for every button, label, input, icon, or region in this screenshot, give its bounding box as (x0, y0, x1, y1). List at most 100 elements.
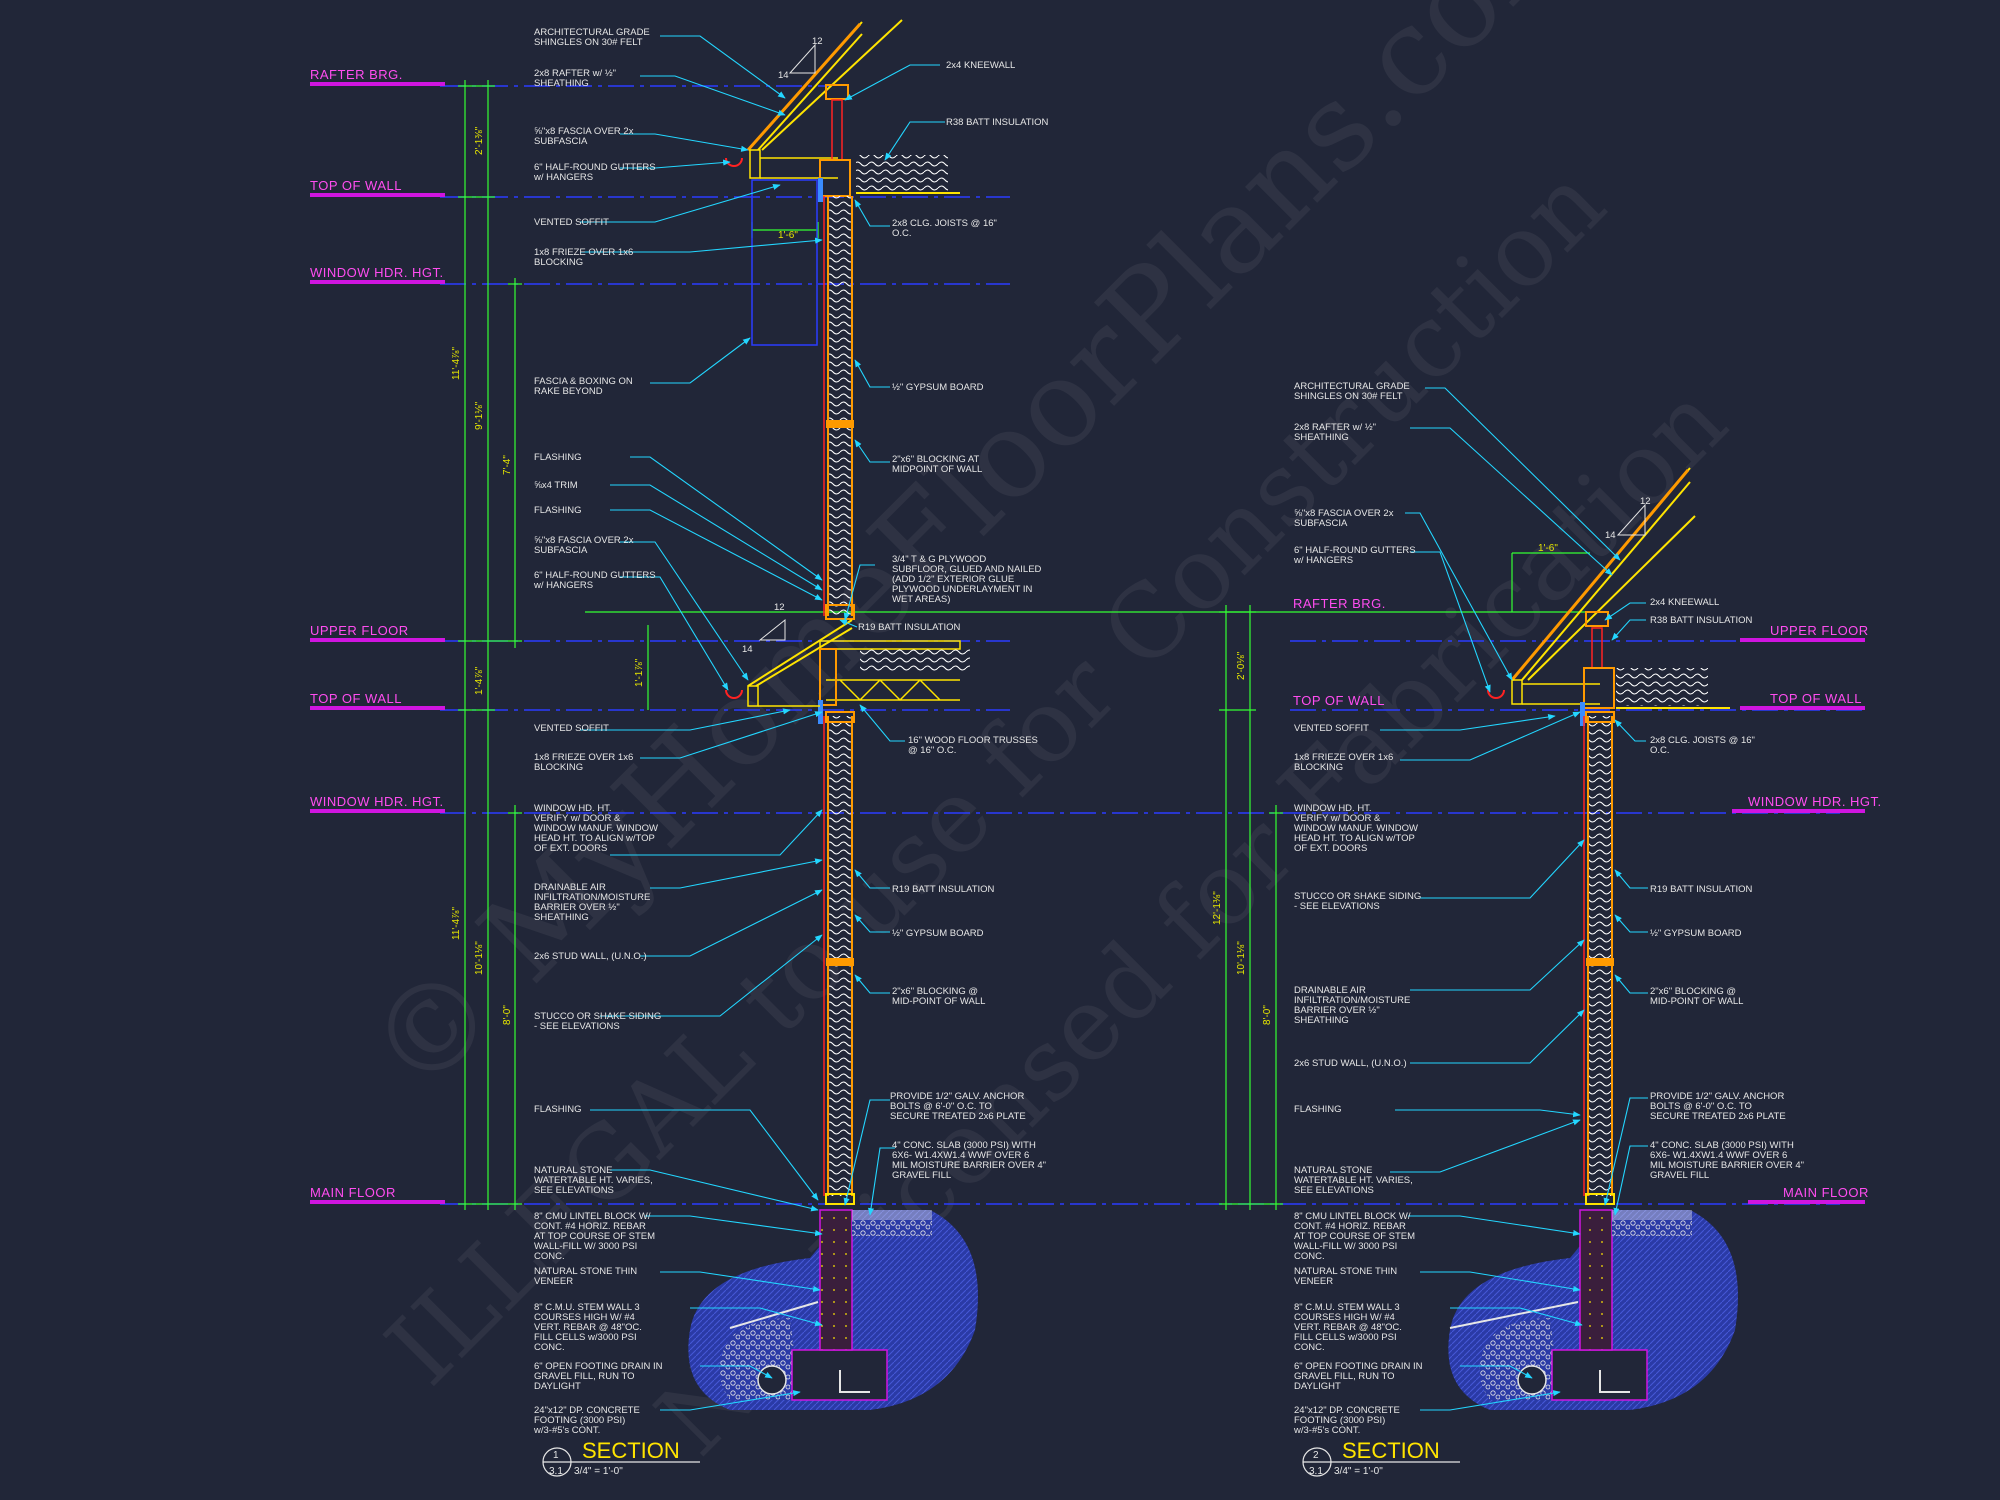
note-r19-floor: R19 BATT INSULATION (858, 622, 961, 633)
right-notes-2: 2x4 KNEEWALL R38 BATT INSULATION 2x8 CLG… (1650, 597, 1804, 1181)
dimension-lines (458, 80, 819, 1210)
section-2-title: 2 3.1 SECTION 3/4" = 1'-0" (1302, 1438, 1460, 1477)
dim-2-2: 12'-1⅜" (1212, 891, 1223, 925)
note2-r19-wall: R19 BATT INSULATION (1650, 884, 1753, 895)
right-notes: 2x4 KNEEWALL R38 BATT INSULATION 2x8 CLG… (858, 60, 1049, 1181)
slope-run: 14 (778, 70, 789, 81)
note2-cmu-lintel: 8" CMU LINTEL BLOCK W/CONT. #4 HORIZ. RE… (1294, 1211, 1415, 1262)
dim-3: 9'-1⅛" (474, 401, 485, 430)
level-top-of-wall: TOP OF WALL (310, 178, 402, 193)
foundation-2 (1448, 1209, 1738, 1410)
level-upper-floor: UPPER FLOOR (310, 623, 409, 638)
level-top-of-wall-lower: TOP OF WALL (310, 691, 402, 706)
dim-4: 7'-4" (502, 455, 513, 475)
upper-roof: 12 14 (725, 19, 960, 346)
level-rafter-brg: RAFTER BRG. (310, 67, 403, 82)
dimension-texts: 2'-1⅜" 11'-4⅞" 9'-1⅛" 7'-4" 1'-4⅞" 1'-1⅞… (451, 126, 798, 1025)
level-rafter-brg-2: RAFTER BRG. (1293, 596, 1386, 611)
level-main-floor: MAIN FLOOR (310, 1185, 396, 1200)
section-1-title: 1 3.1 SECTION 3/4" = 1'-0" (542, 1438, 700, 1477)
note-clg-joists: 2x8 CLG. JOISTS @ 16"O.C. (892, 218, 997, 239)
note-vented-soffit: VENTED SOFFIT (534, 217, 609, 228)
note-trim: ⅝x4 TRIM (534, 480, 578, 491)
slope-run-s2: 14 (1605, 530, 1616, 541)
note2-clg-joists: 2x8 CLG. JOISTS @ 16"O.C. (1650, 735, 1755, 756)
note-flashing-1: FLASHING (534, 452, 582, 463)
note-flashing-2: FLASHING (534, 505, 582, 516)
note2-rafter: 2x8 RAFTER w/ ½"SHEATHING (1294, 422, 1376, 443)
note2-stucco: STUCCO OR SHAKE SIDING- SEE ELEVATIONS (1294, 891, 1421, 912)
dim-2-3: 10'-1⅛" (1236, 941, 1247, 975)
dim-1: 2'-1⅜" (474, 126, 485, 155)
section-2: RAFTER BRG. TOP OF WALL UPPER FLOOR TOP … (1212, 381, 1882, 1477)
section-1-scale: 3/4" = 1'-0" (574, 1466, 623, 1477)
note-stucco: STUCCO OR SHAKE SIDING- SEE ELEVATIONS (534, 1011, 661, 1032)
dim-8: 10'-1⅛" (474, 941, 485, 975)
note-kneewall: 2x4 KNEEWALL (946, 60, 1015, 71)
note-trusses: 16" WOOD FLOOR TRUSSES@ 16" O.C. (908, 735, 1038, 756)
note-gypsum-2: ½" GYPSUM BOARD (892, 928, 984, 939)
dim-2: 11'-4⅞" (451, 346, 462, 380)
dim-5: 1'-4⅞" (474, 666, 485, 695)
note2-r38: R38 BATT INSULATION (1650, 615, 1753, 626)
note-rafter: 2x8 RAFTER w/ ½"SHEATHING (534, 68, 616, 89)
dim-9: 8'-0" (502, 1005, 513, 1025)
section-1-number: 1 (553, 1450, 559, 1461)
note-vented-soffit-2: VENTED SOFFIT (534, 723, 609, 734)
level-window-hdr-lower: WINDOW HDR. HGT. (310, 794, 444, 809)
level-window-hdr: WINDOW HDR. HGT. (310, 265, 444, 280)
dim-2-overhang: 1'-6" (1538, 543, 1558, 554)
leaders (580, 35, 945, 1411)
note-r19-wall: R19 BATT INSULATION (892, 884, 995, 895)
note2-window-hd: WINDOW HD. HT.VERIFY w/ DOOR &WINDOW MAN… (1294, 803, 1418, 854)
section-2-title-text: SECTION (1342, 1438, 1440, 1463)
wall-2 (1583, 711, 1615, 1205)
section-1-title-text: SECTION (582, 1438, 680, 1463)
level-top-of-wall-right: TOP OF WALL (1770, 691, 1862, 706)
dim-overhang: 1'-6" (778, 230, 798, 241)
dim-7: 11'-4⅞" (451, 906, 462, 940)
level-upper-floor-2: UPPER FLOOR (1770, 623, 1869, 638)
level-window-hdr-2: WINDOW HDR. HGT. (1748, 794, 1882, 809)
note2-vented-soffit: VENTED SOFFIT (1294, 723, 1369, 734)
level-top-of-wall-2: TOP OF WALL (1293, 693, 1385, 708)
level-labels-2: RAFTER BRG. TOP OF WALL UPPER FLOOR TOP … (1293, 596, 1882, 1204)
foundation (688, 1209, 978, 1410)
note2-gypsum: ½" GYPSUM BOARD (1650, 928, 1742, 939)
slope-rise-s2: 12 (1640, 496, 1651, 507)
note2-blocking: 2"x6" BLOCKING @MID-POINT OF WALL (1650, 986, 1743, 1007)
dim-6: 1'-1⅞" (634, 658, 645, 687)
dim-2-1: 2'-0⅛" (1236, 651, 1247, 680)
slope-rise-2: 12 (774, 602, 785, 613)
section-1-sheet: 3.1 (549, 1466, 563, 1477)
section-2-number: 2 (1313, 1450, 1319, 1461)
roof-2: 12 14 (1487, 467, 1730, 726)
